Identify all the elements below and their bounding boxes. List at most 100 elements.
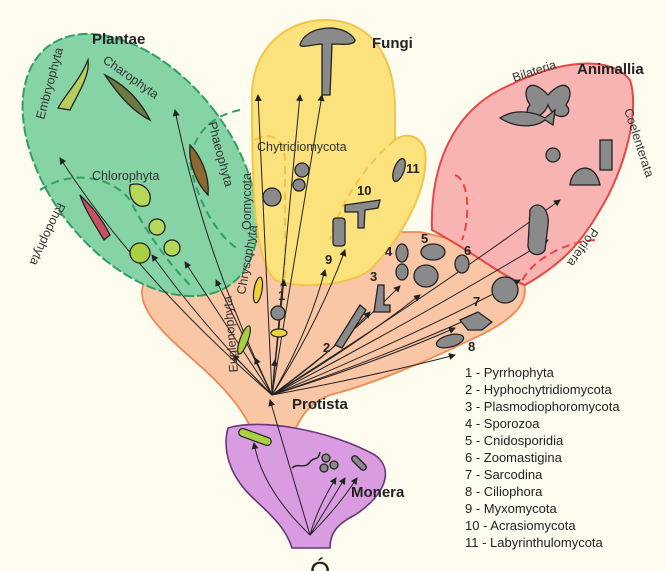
legend-item: 10 - Acrasiomycota — [465, 518, 576, 533]
euglena-icon — [237, 325, 251, 355]
acrasid-icon — [344, 199, 381, 229]
coral-polyp-icon — [599, 139, 613, 171]
marker-1: 1 — [278, 288, 285, 303]
group-label-rhodophyta: Rhodophyta — [27, 201, 68, 268]
ciliate-icon — [435, 333, 465, 349]
plantae-subdivision — [39, 176, 191, 286]
mushroom-icon — [299, 27, 356, 96]
group-label-euglenophyta: Euglenophyta — [220, 296, 241, 373]
legend-item: 3 - Plasmodiophoromycota — [465, 399, 620, 414]
plasmodiophora-icon — [373, 284, 391, 313]
brown-alga-icon — [189, 143, 209, 197]
marker-9: 9 — [325, 252, 332, 267]
red-alga-icon — [79, 194, 111, 241]
group-label-oomycota: Oomycota — [240, 173, 254, 230]
marker-4: 4 — [385, 244, 393, 259]
hyphochytrid-icon — [334, 304, 367, 349]
arrow — [232, 354, 273, 396]
chytrid-icon — [294, 162, 310, 178]
arrow — [271, 353, 456, 396]
sporozoa-icon — [395, 243, 409, 263]
arrow — [271, 315, 476, 396]
bacillus-icon — [351, 455, 367, 471]
marker-5: 5 — [421, 231, 428, 246]
marker-7: 7 — [473, 294, 480, 309]
plantae-subdivision — [188, 109, 241, 251]
arrow — [309, 477, 337, 536]
zoomastigina-icon — [454, 254, 470, 274]
plantae-region — [21, 32, 259, 298]
legend-item: 11 - Labyrinthulomycota — [465, 535, 604, 550]
footer-glyph: Ó — [310, 556, 330, 571]
legend-item: 6 - Zoomastigina — [465, 450, 563, 465]
labyrinthula-icon — [392, 157, 406, 183]
cnidosporidia-icon — [413, 264, 439, 288]
spirillum-icon — [291, 451, 321, 469]
chytrid-icon — [292, 178, 306, 192]
legend-item: 2 - Hyphochytridiomycota — [465, 382, 612, 397]
arrow — [271, 94, 325, 396]
marker-2: 2 — [323, 340, 330, 355]
charophyte-icon — [103, 73, 152, 122]
group-label-chlorophyta: Chlorophyta — [92, 169, 159, 183]
jellyfish-icon — [569, 167, 601, 186]
arrow — [271, 294, 421, 396]
foraminifera-icon — [491, 276, 519, 304]
cnidosporidia-icon — [420, 243, 446, 261]
legend-item: 9 - Myxomycota — [465, 501, 558, 516]
arrow — [309, 477, 358, 536]
green-alga-icon — [129, 183, 151, 207]
dinoflagellate-icon — [270, 328, 288, 338]
marker-11: 11 — [406, 161, 420, 176]
volvox-icon — [148, 218, 166, 236]
legend-item: 4 - Sporozoa — [465, 416, 540, 431]
legend-item: 5 - Cnidosporidia — [465, 433, 564, 448]
legend-item: 8 - Ciliophora — [465, 484, 543, 499]
group-label-chytridiomycota: Chytridiomycota — [257, 140, 347, 154]
kingdom-label-monera: Monera — [351, 484, 405, 501]
legend-item: 7 - Sarcodina — [465, 467, 543, 482]
arrow — [271, 249, 347, 396]
organism-illustrations — [56, 27, 613, 473]
kingdom-label-plantae: Plantae — [92, 31, 145, 48]
arrow — [271, 94, 303, 396]
arrow — [271, 199, 561, 396]
coccus-icon — [319, 463, 329, 473]
diatom-icon — [252, 276, 264, 304]
arrow — [271, 279, 521, 396]
marker-3: 3 — [370, 269, 377, 284]
arrow — [59, 157, 273, 396]
arrow — [184, 261, 273, 396]
fish-icon — [498, 108, 556, 127]
arrow — [271, 269, 327, 396]
animalia-region — [430, 62, 635, 287]
amoeba-icon — [458, 311, 494, 331]
marker-8: 8 — [468, 339, 475, 354]
animalia-subdivision — [519, 239, 596, 286]
kingdom-label-fungi: Fungi — [372, 35, 413, 52]
arrow — [251, 442, 311, 536]
dinoflagellate-icon — [270, 305, 286, 321]
legend: 1 - Pyrrhophyta 2 - Hyphochytridiomycota… — [465, 365, 620, 550]
hydra-icon — [545, 147, 561, 163]
arrow — [271, 327, 456, 396]
arrow — [254, 357, 273, 396]
coccus-icon — [329, 460, 339, 470]
cyanobacteria-icon — [238, 427, 272, 447]
arrow — [309, 477, 346, 536]
kingdom-label-animalia: Animallia — [577, 61, 644, 78]
sporozoa-icon — [395, 263, 409, 281]
legend-item: 1 - Pyrrhophyta — [465, 365, 555, 380]
chlamydomonas-icon — [163, 239, 181, 257]
sponge-icon — [527, 204, 549, 256]
marker-10: 10 — [357, 183, 371, 198]
arrow — [271, 239, 549, 396]
butterfly-icon — [525, 84, 571, 118]
monera-region — [225, 423, 387, 549]
oomycete-icon — [262, 187, 282, 207]
marker-6: 6 — [464, 243, 471, 258]
kingdom-label-protista: Protista — [292, 396, 349, 413]
arrow — [268, 399, 311, 536]
animalia-subdivision — [454, 174, 469, 241]
